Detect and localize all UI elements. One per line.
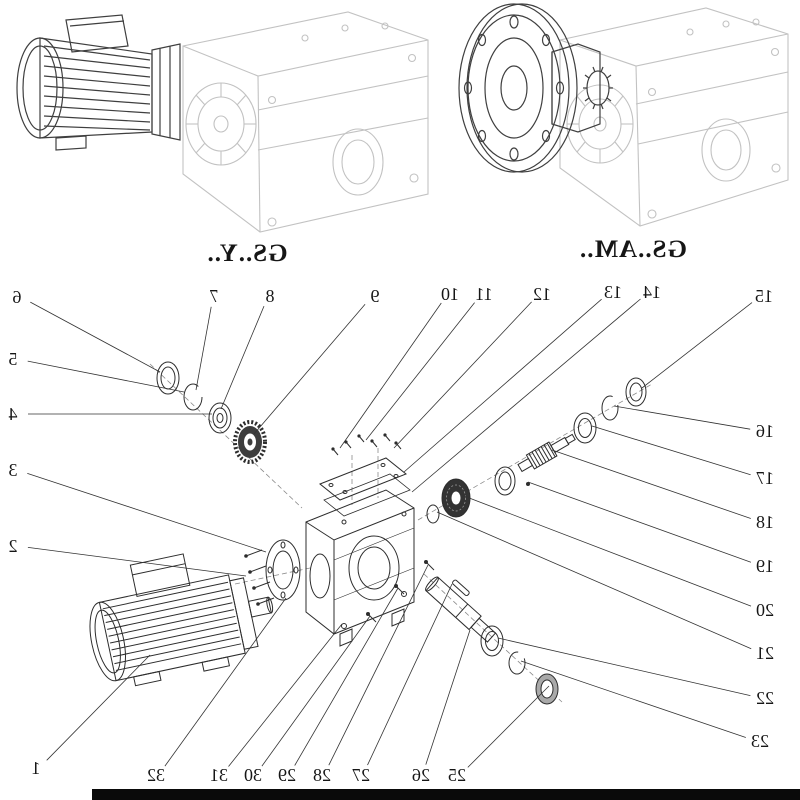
leader-line-9 — [253, 304, 366, 435]
part-number-14: 14 — [643, 282, 661, 302]
illustration-gs-y — [16, 11, 429, 233]
motor-flange-ring — [265, 539, 301, 601]
leader-line-7 — [195, 306, 212, 391]
part-number-30: 30 — [244, 765, 262, 785]
dowel-pin — [526, 482, 530, 486]
cover-plate — [319, 457, 407, 501]
shim-washer — [426, 504, 440, 524]
shaft-bearing-outer — [573, 412, 597, 444]
leader-line-5 — [27, 360, 185, 393]
leader-line-23 — [520, 660, 746, 738]
bottom-black-bar — [92, 789, 800, 800]
output-bearing — [480, 625, 504, 657]
part-number-22: 22 — [756, 688, 774, 708]
leader-line-30 — [261, 615, 371, 767]
part-number-16: 16 — [756, 421, 774, 441]
part-number-5: 5 — [8, 349, 18, 369]
cover-screws — [331, 433, 402, 456]
leader-line-17 — [591, 425, 751, 476]
worm-gear-wheel — [233, 420, 267, 464]
part-number-9: 9 — [370, 286, 380, 306]
leader-line-1 — [46, 654, 151, 761]
part-number-11: 11 — [475, 284, 493, 304]
leader-line-11 — [365, 302, 475, 441]
leader-line-31 — [228, 623, 343, 767]
output-seal — [535, 673, 559, 705]
leader-line-15 — [641, 302, 753, 389]
part-number-31: 31 — [210, 765, 228, 785]
part-number-3: 3 — [8, 460, 18, 480]
part-number-2: 2 — [8, 536, 18, 556]
part-number-23: 23 — [751, 731, 769, 751]
gear-housing — [305, 489, 415, 647]
exploded-view — [27, 298, 753, 768]
part-number-19: 19 — [756, 556, 774, 576]
part-number-13: 13 — [604, 282, 622, 302]
leader-line-8 — [220, 305, 265, 410]
part-number-12: 12 — [533, 284, 551, 304]
flange-gsam — [458, 3, 613, 173]
model-label-gs-am: GS..AM.. — [579, 236, 687, 263]
model-label-gs-y: GS..Y.. — [206, 240, 288, 267]
shaft-seal — [625, 377, 647, 407]
part-number-28: 28 — [313, 765, 331, 785]
leader-line-21 — [436, 511, 752, 650]
part-number-1: 1 — [31, 758, 41, 778]
housing-screws — [366, 560, 435, 623]
leader-line-22 — [497, 637, 751, 696]
part-number-21: 21 — [756, 643, 774, 663]
worm-shaft — [517, 433, 576, 473]
part-number-25: 25 — [448, 765, 466, 785]
part-number-4: 4 — [8, 404, 18, 424]
leader-line-25 — [467, 685, 550, 768]
leader-line-3 — [27, 473, 267, 553]
leader-line-16 — [613, 405, 751, 430]
cover-gasket — [323, 473, 411, 517]
shaft-circlip — [601, 395, 619, 421]
leader-lines — [27, 298, 753, 768]
part-number-17: 17 — [756, 468, 774, 488]
part-number-15: 15 — [755, 286, 773, 306]
motor-gsy — [16, 14, 181, 151]
leader-line-32 — [164, 597, 287, 767]
leader-line-6 — [30, 301, 161, 373]
part-number-18: 18 — [756, 512, 774, 532]
part-number-29: 29 — [278, 765, 296, 785]
input-bearing — [208, 402, 232, 434]
leader-line-27 — [367, 583, 453, 766]
part-number-10: 10 — [441, 284, 459, 304]
illustration-gs-am — [458, 3, 789, 227]
part-number-32: 32 — [147, 765, 165, 785]
shaft-bearing-inner — [494, 466, 516, 496]
leader-line-18 — [551, 449, 751, 519]
motor — [89, 553, 274, 687]
output-shaft — [425, 576, 497, 643]
output-circlip — [508, 651, 526, 675]
part-number-27: 27 — [352, 765, 370, 785]
leader-line-2 — [27, 547, 247, 577]
part-number-6: 6 — [12, 287, 22, 307]
leader-line-12 — [393, 301, 532, 449]
leader-line-26 — [425, 629, 471, 765]
studs — [244, 549, 275, 606]
input-circlip — [183, 383, 203, 411]
spline-shaft-gsam — [583, 66, 613, 110]
leader-line-13 — [403, 298, 602, 473]
part-number-20: 20 — [756, 600, 774, 620]
leader-line-29 — [294, 587, 399, 766]
shaft-key — [452, 579, 470, 597]
leader-line-19 — [527, 481, 752, 563]
gearbox-outline-gsy — [182, 11, 429, 233]
part-number-7: 7 — [209, 286, 219, 306]
leader-line-14 — [411, 298, 641, 493]
gearbox-outline-gsam — [559, 7, 789, 227]
leader-line-20 — [463, 495, 752, 607]
part-number-8: 8 — [265, 286, 275, 306]
part-number-26: 26 — [412, 765, 430, 785]
pinion-gear — [441, 478, 471, 518]
leader-line-28 — [328, 564, 429, 766]
leader-line-10 — [339, 302, 442, 449]
